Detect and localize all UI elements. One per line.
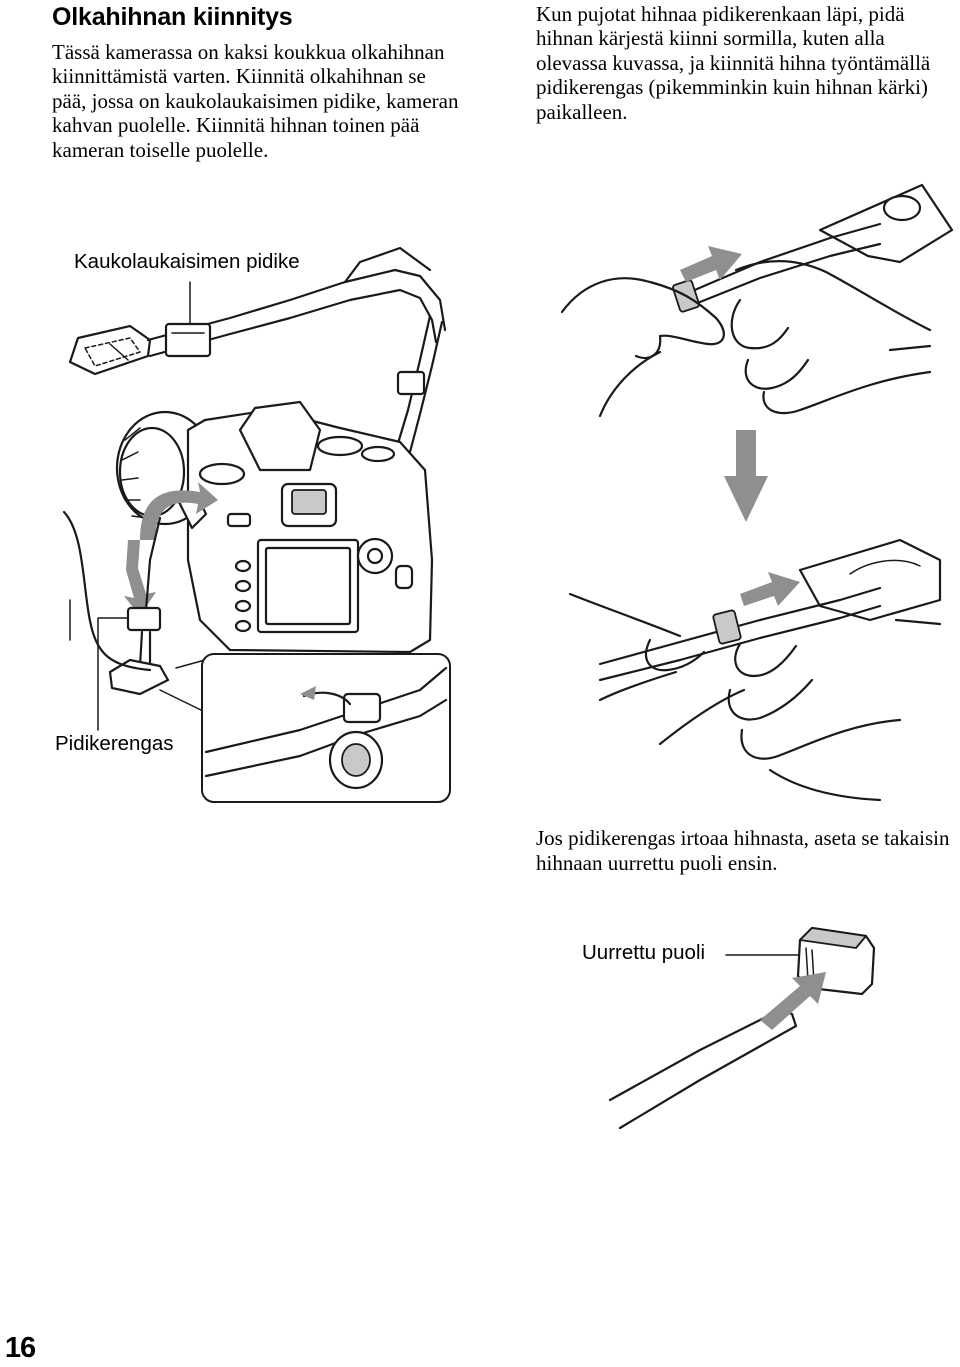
strap-ring-illustration (608, 926, 876, 1130)
hands-pushing-ring-illustration (568, 538, 942, 802)
instruction-paragraph: Kun pujotat hihnaa pidikerenkaan läpi, p… (536, 2, 931, 124)
strap-ring-label: Pidikerengas (55, 732, 174, 755)
note-paragraph: Jos pidikerengas irtoaa hihnasta, aseta … (536, 826, 950, 875)
camera-strap-attachment-illustration (62, 246, 451, 803)
page-number: 16 (4, 1332, 36, 1364)
remote-holder-label: Kaukolaukaisimen pidike (74, 250, 300, 273)
section-heading: Olkahihnan kiinnitys (52, 3, 293, 31)
intro-paragraph: Tässä kamerassa on kaksi koukkua olkahih… (52, 40, 459, 162)
down-arrow-icon (724, 430, 768, 522)
grooved-side-label: Uurrettu puoli (582, 941, 706, 964)
hands-threading-strap-illustration (560, 183, 954, 418)
